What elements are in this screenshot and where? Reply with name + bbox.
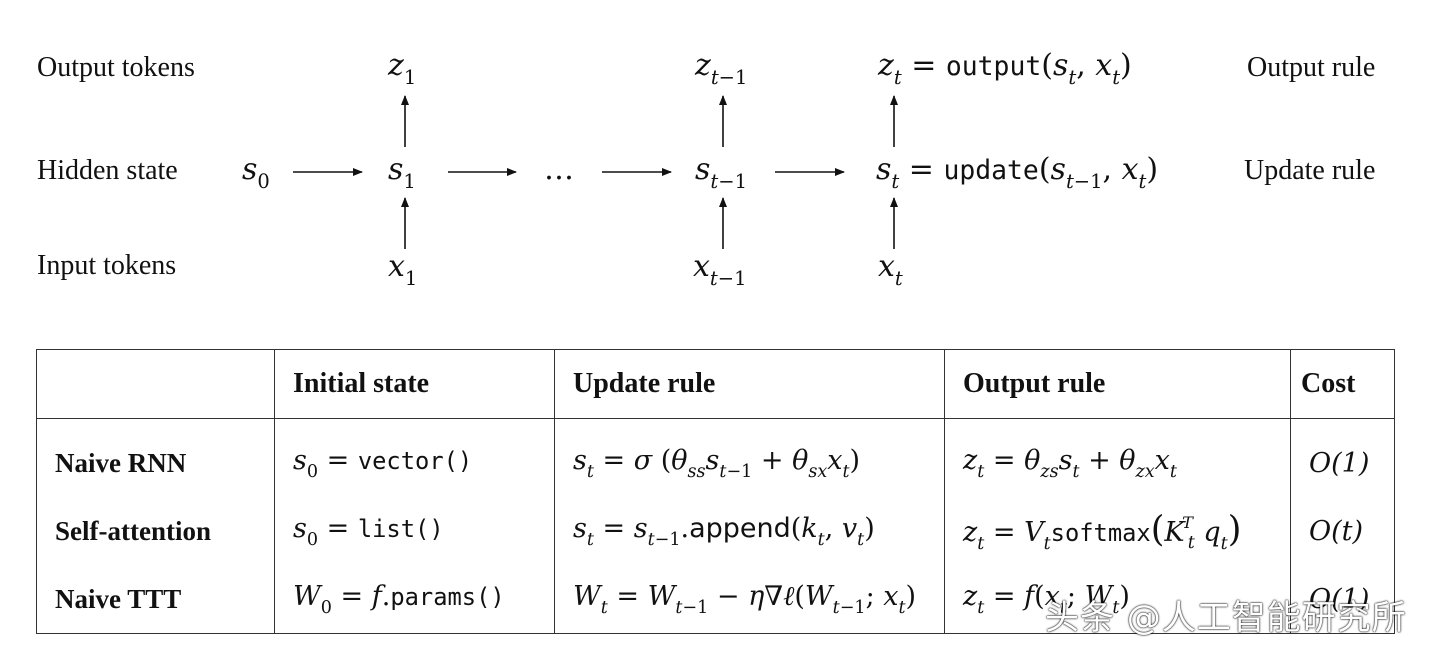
cell-output-rule: zt = Vtsoftmax(KTt qt) bbox=[944, 497, 1291, 565]
node-x-t-minus-1: xt−1 bbox=[693, 249, 747, 290]
node-z1: z1 bbox=[388, 48, 417, 89]
output-function-name: output bbox=[945, 51, 1042, 82]
side-label-output-rule: Output rule bbox=[1247, 52, 1376, 83]
row-name: Naive TTT bbox=[36, 565, 275, 634]
row-name: Naive RNN bbox=[36, 418, 275, 497]
comparison-table: Initial state Update rule Output rule Co… bbox=[36, 349, 1395, 634]
cell-cost: O(1) bbox=[1290, 565, 1395, 634]
cell-initial-state: s0 = list() bbox=[274, 497, 555, 565]
header-update-rule: Update rule bbox=[554, 349, 945, 419]
ellipsis: … bbox=[544, 152, 574, 187]
node-s1: s1 bbox=[388, 152, 416, 193]
header-empty bbox=[36, 349, 275, 419]
node-s0: s0 bbox=[242, 152, 270, 193]
table-row: Naive TTT W0 = f.params() Wt = Wt−1 − η∇… bbox=[36, 565, 1395, 634]
cell-initial-state: W0 = f.params() bbox=[274, 565, 555, 634]
update-function-name: update bbox=[943, 155, 1039, 186]
side-label-update-rule: Update rule bbox=[1244, 155, 1376, 186]
equation-update: st = update(st−1, xt) bbox=[876, 152, 1159, 193]
node-s-t-minus-1: st−1 bbox=[695, 152, 747, 193]
header-output-rule: Output rule bbox=[944, 349, 1291, 419]
cell-output-rule: zt = f(xt; Wt) bbox=[944, 565, 1291, 634]
cell-update-rule: Wt = Wt−1 − η∇ℓ(Wt−1; xt) bbox=[554, 565, 945, 634]
table-row: Naive RNN s0 = vector() st = σ (θssst−1 … bbox=[36, 418, 1395, 497]
cell-update-rule: st = σ (θssst−1 + θsxxt) bbox=[554, 418, 945, 497]
cell-update-rule: st = st−1.append(kt, vt) bbox=[554, 497, 945, 565]
cell-output-rule: zt = θzsst + θzxxt bbox=[944, 418, 1291, 497]
row-name: Self-attention bbox=[36, 497, 275, 565]
header-cost: Cost bbox=[1290, 349, 1395, 419]
cell-cost: O(t) bbox=[1290, 497, 1395, 565]
row-label-hidden-state: Hidden state bbox=[37, 155, 178, 186]
node-xt: xt bbox=[878, 249, 903, 290]
diagram-arrows bbox=[293, 95, 898, 249]
row-label-output-tokens: Output tokens bbox=[37, 52, 195, 83]
row-label-input-tokens: Input tokens bbox=[37, 250, 177, 281]
cell-cost: O(1) bbox=[1290, 418, 1395, 497]
cell-initial-state: s0 = vector() bbox=[274, 418, 555, 497]
watermark: 头条 @人工智能研究所 bbox=[1045, 598, 1407, 638]
table-header-row: Initial state Update rule Output rule Co… bbox=[36, 349, 1395, 419]
node-x1: x1 bbox=[388, 249, 418, 290]
node-z-t-minus-1: zt−1 bbox=[695, 48, 748, 89]
header-initial-state: Initial state bbox=[274, 349, 555, 419]
table-row: Self-attention s0 = list() st = st−1.app… bbox=[36, 497, 1395, 565]
equation-output: zt = output(st, xt) bbox=[878, 48, 1132, 89]
